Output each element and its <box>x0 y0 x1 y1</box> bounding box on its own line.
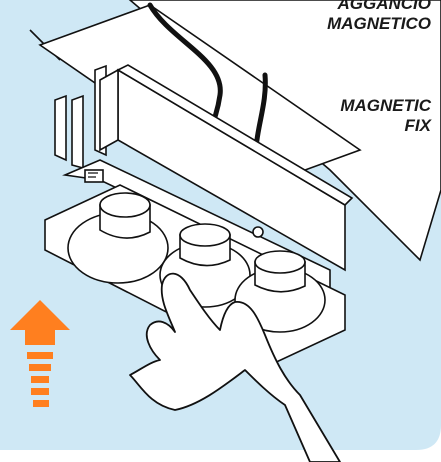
spot-lamps <box>67 192 326 333</box>
italian-caption-line2: MAGNETICO <box>327 14 431 33</box>
italian-caption-line1: AGGANCIO <box>337 0 432 13</box>
hand-icon <box>129 272 341 462</box>
arrow-up-icon <box>10 300 70 407</box>
english-caption: MAGNETIC FIX <box>340 96 431 136</box>
driver-housing <box>99 64 354 272</box>
english-caption-line2: FIX <box>404 116 431 135</box>
english-caption-line1: MAGNETIC <box>340 96 431 115</box>
italian-caption: AGGANCIO MAGNETICO <box>327 0 431 34</box>
